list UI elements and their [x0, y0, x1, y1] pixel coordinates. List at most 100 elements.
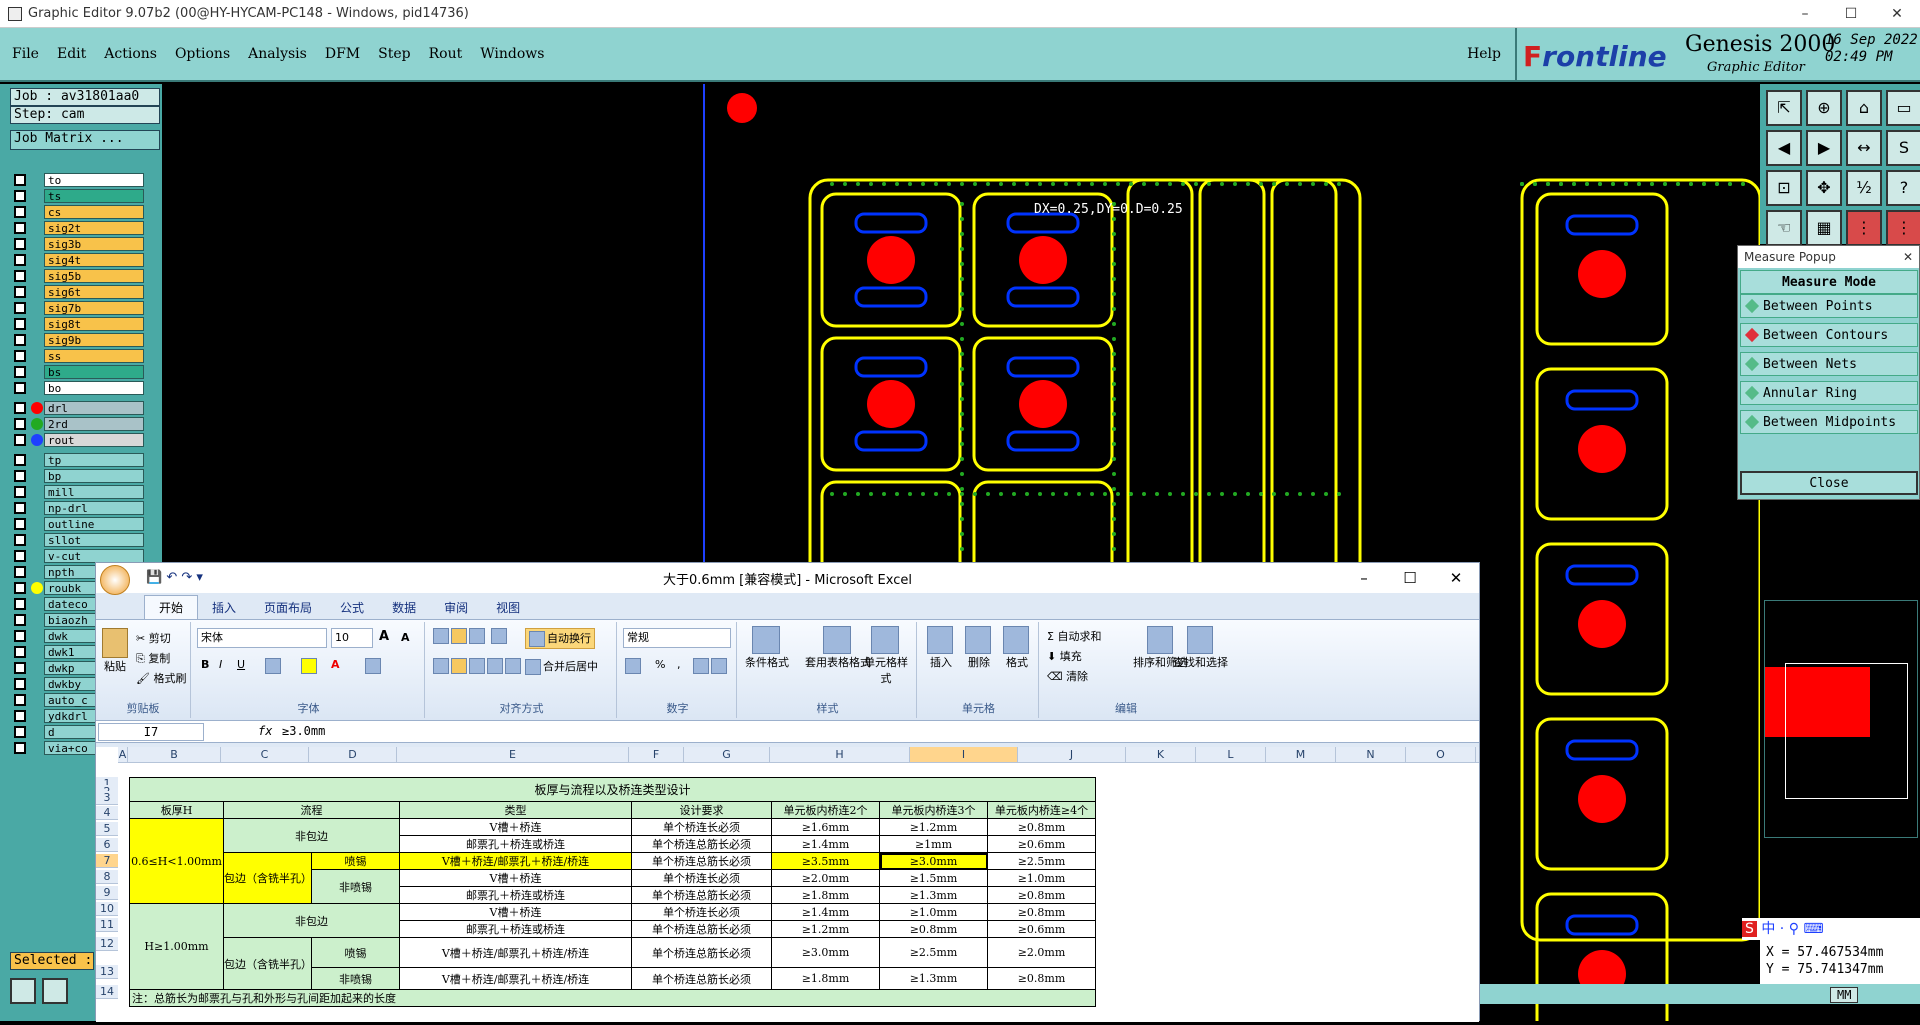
- cell-tin-2[interactable]: 喷锡: [311, 937, 400, 968]
- layer-row[interactable]: outline: [14, 516, 144, 531]
- bold-button[interactable]: B: [201, 658, 210, 671]
- layer-checkbox[interactable]: [14, 613, 26, 626]
- layer-row[interactable]: bo: [14, 380, 144, 395]
- column-header[interactable]: K: [1126, 747, 1196, 763]
- cell-req[interactable]: 单个桥连总筋长必须: [631, 852, 772, 870]
- measure-close-icon[interactable]: ✕: [1902, 250, 1913, 264]
- conditional-format-button[interactable]: 条件格式: [745, 626, 789, 670]
- layer-name[interactable]: tp: [44, 452, 144, 467]
- layer-row[interactable]: sig8t: [14, 316, 144, 331]
- format-cells-button[interactable]: 格式: [1003, 626, 1031, 670]
- layer-name[interactable]: sig3b: [44, 236, 144, 251]
- cell-value[interactable]: ≥2.0mm: [987, 937, 1096, 968]
- border-button[interactable]: [265, 658, 283, 674]
- format-as-table-button[interactable]: 套用表格格式: [805, 626, 871, 670]
- layer-row[interactable]: v-cut: [14, 548, 144, 563]
- menu-dfm[interactable]: DFM: [324, 46, 361, 62]
- layer-checkbox[interactable]: [14, 401, 26, 414]
- layer-checkbox[interactable]: [14, 469, 26, 482]
- excel-minimize[interactable]: –: [1360, 569, 1368, 587]
- halign-buttons[interactable]: [433, 658, 523, 674]
- layer-checkbox[interactable]: [14, 549, 26, 562]
- clear-button[interactable]: ⌫ 清除: [1047, 670, 1089, 683]
- cell-value[interactable]: ≥1.3mm: [879, 967, 988, 990]
- column-header[interactable]: I: [910, 747, 1018, 763]
- column-header[interactable]: E: [397, 747, 629, 763]
- layer-checkbox[interactable]: [14, 741, 26, 754]
- menu-edit[interactable]: Edit: [56, 46, 87, 62]
- layer-name[interactable]: sig2t: [44, 220, 144, 235]
- name-box[interactable]: I7: [98, 723, 204, 741]
- cell-value[interactable]: ≥2.5mm: [879, 937, 988, 968]
- layer-checkbox[interactable]: [14, 661, 26, 674]
- row-header[interactable]: 8: [96, 870, 118, 884]
- layer-row[interactable]: np-drl: [14, 500, 144, 515]
- cell-req[interactable]: 单个桥连总筋长必须: [631, 920, 772, 938]
- layer-name[interactable]: sig7b: [44, 300, 144, 315]
- font-color-button[interactable]: A: [331, 658, 340, 671]
- column-header[interactable]: A: [118, 747, 128, 763]
- cell-value[interactable]: ≥0.6mm: [987, 920, 1096, 938]
- cell-value[interactable]: ≥0.8mm: [987, 886, 1096, 904]
- fill-color-button[interactable]: [301, 658, 319, 674]
- fill-button[interactable]: ⬇ 填充: [1047, 650, 1082, 663]
- column-header[interactable]: O: [1406, 747, 1476, 763]
- layer-name[interactable]: to: [44, 172, 144, 187]
- pan-right-icon[interactable]: ▶: [1806, 130, 1842, 166]
- layer-row[interactable]: rout: [14, 432, 144, 447]
- window-icon[interactable]: ▭: [1886, 90, 1920, 126]
- layer-name[interactable]: bo: [44, 380, 144, 395]
- cell-value[interactable]: ≥1.4mm: [771, 835, 880, 853]
- layer-name[interactable]: ss: [44, 348, 144, 363]
- layer-checkbox[interactable]: [14, 629, 26, 642]
- fx-icon[interactable]: fx: [258, 724, 273, 738]
- menu-options[interactable]: Options: [174, 46, 231, 62]
- layer-row[interactable]: to: [14, 172, 144, 187]
- cell-value[interactable]: ≥0.8mm: [987, 818, 1096, 836]
- layer-name[interactable]: drl: [44, 400, 144, 415]
- fit-icon[interactable]: ⊡: [1766, 170, 1802, 206]
- cell-value[interactable]: ≥1.2mm: [771, 920, 880, 938]
- row-header[interactable]: 10: [96, 902, 118, 916]
- layer-checkbox[interactable]: [14, 317, 26, 330]
- menu-help[interactable]: Help: [1467, 46, 1501, 62]
- formula-input[interactable]: ≥3.0mm: [282, 724, 326, 738]
- paste-button[interactable]: 粘贴: [102, 628, 128, 674]
- layer-checkbox[interactable]: [14, 565, 26, 578]
- row-header[interactable]: 14: [96, 985, 118, 999]
- tab-page-layout[interactable]: 页面布局: [264, 601, 313, 615]
- row-header[interactable]: 5: [96, 822, 118, 836]
- cell-type[interactable]: V槽＋桥连/邮票孔＋桥连/桥连: [399, 967, 632, 990]
- cell-value[interactable]: ≥1.8mm: [771, 967, 880, 990]
- layer-checkbox[interactable]: [14, 189, 26, 202]
- column-header[interactable]: F: [629, 747, 684, 763]
- tab-home[interactable]: 开始: [144, 595, 199, 619]
- insert-cells-button[interactable]: 插入: [927, 626, 955, 670]
- layer-row[interactable]: sig6t: [14, 284, 144, 299]
- cell-tin-1[interactable]: 喷锡: [311, 852, 400, 870]
- tab-review[interactable]: 审阅: [444, 601, 469, 615]
- row-header[interactable]: 13: [96, 965, 118, 979]
- shrink-font-button[interactable]: A: [401, 631, 410, 644]
- excel-close[interactable]: ✕: [1449, 569, 1463, 587]
- cell-thick-board[interactable]: H≥1.00mm: [129, 903, 224, 990]
- layer-name[interactable]: sig8t: [44, 316, 144, 331]
- layer-row[interactable]: bs: [14, 364, 144, 379]
- layer-checkbox[interactable]: [14, 645, 26, 658]
- worksheet[interactable]: ABCDEFGHIJKLMNOP 1234567891011121314 板厚与…: [96, 747, 1479, 1022]
- layer-name[interactable]: 2rd: [44, 416, 144, 431]
- cell-req[interactable]: 单个桥连长必须: [631, 869, 772, 887]
- layer-name[interactable]: sig5b: [44, 268, 144, 283]
- cell-req[interactable]: 单个桥连总筋长必须: [631, 967, 772, 990]
- valign-buttons[interactable]: [433, 628, 487, 644]
- column-header[interactable]: N: [1336, 747, 1406, 763]
- tab-insert[interactable]: 插入: [212, 601, 237, 615]
- mode-between-contours[interactable]: Between Contours: [1740, 323, 1918, 347]
- layer-row[interactable]: sig4t: [14, 252, 144, 267]
- column-header[interactable]: M: [1266, 747, 1336, 763]
- office-button-icon[interactable]: [100, 565, 130, 595]
- row-header[interactable]: 4: [96, 806, 118, 820]
- cell-value[interactable]: ≥1.4mm: [771, 903, 880, 921]
- scale-icon[interactable]: ½: [1846, 170, 1882, 206]
- underline-button[interactable]: U: [237, 658, 246, 671]
